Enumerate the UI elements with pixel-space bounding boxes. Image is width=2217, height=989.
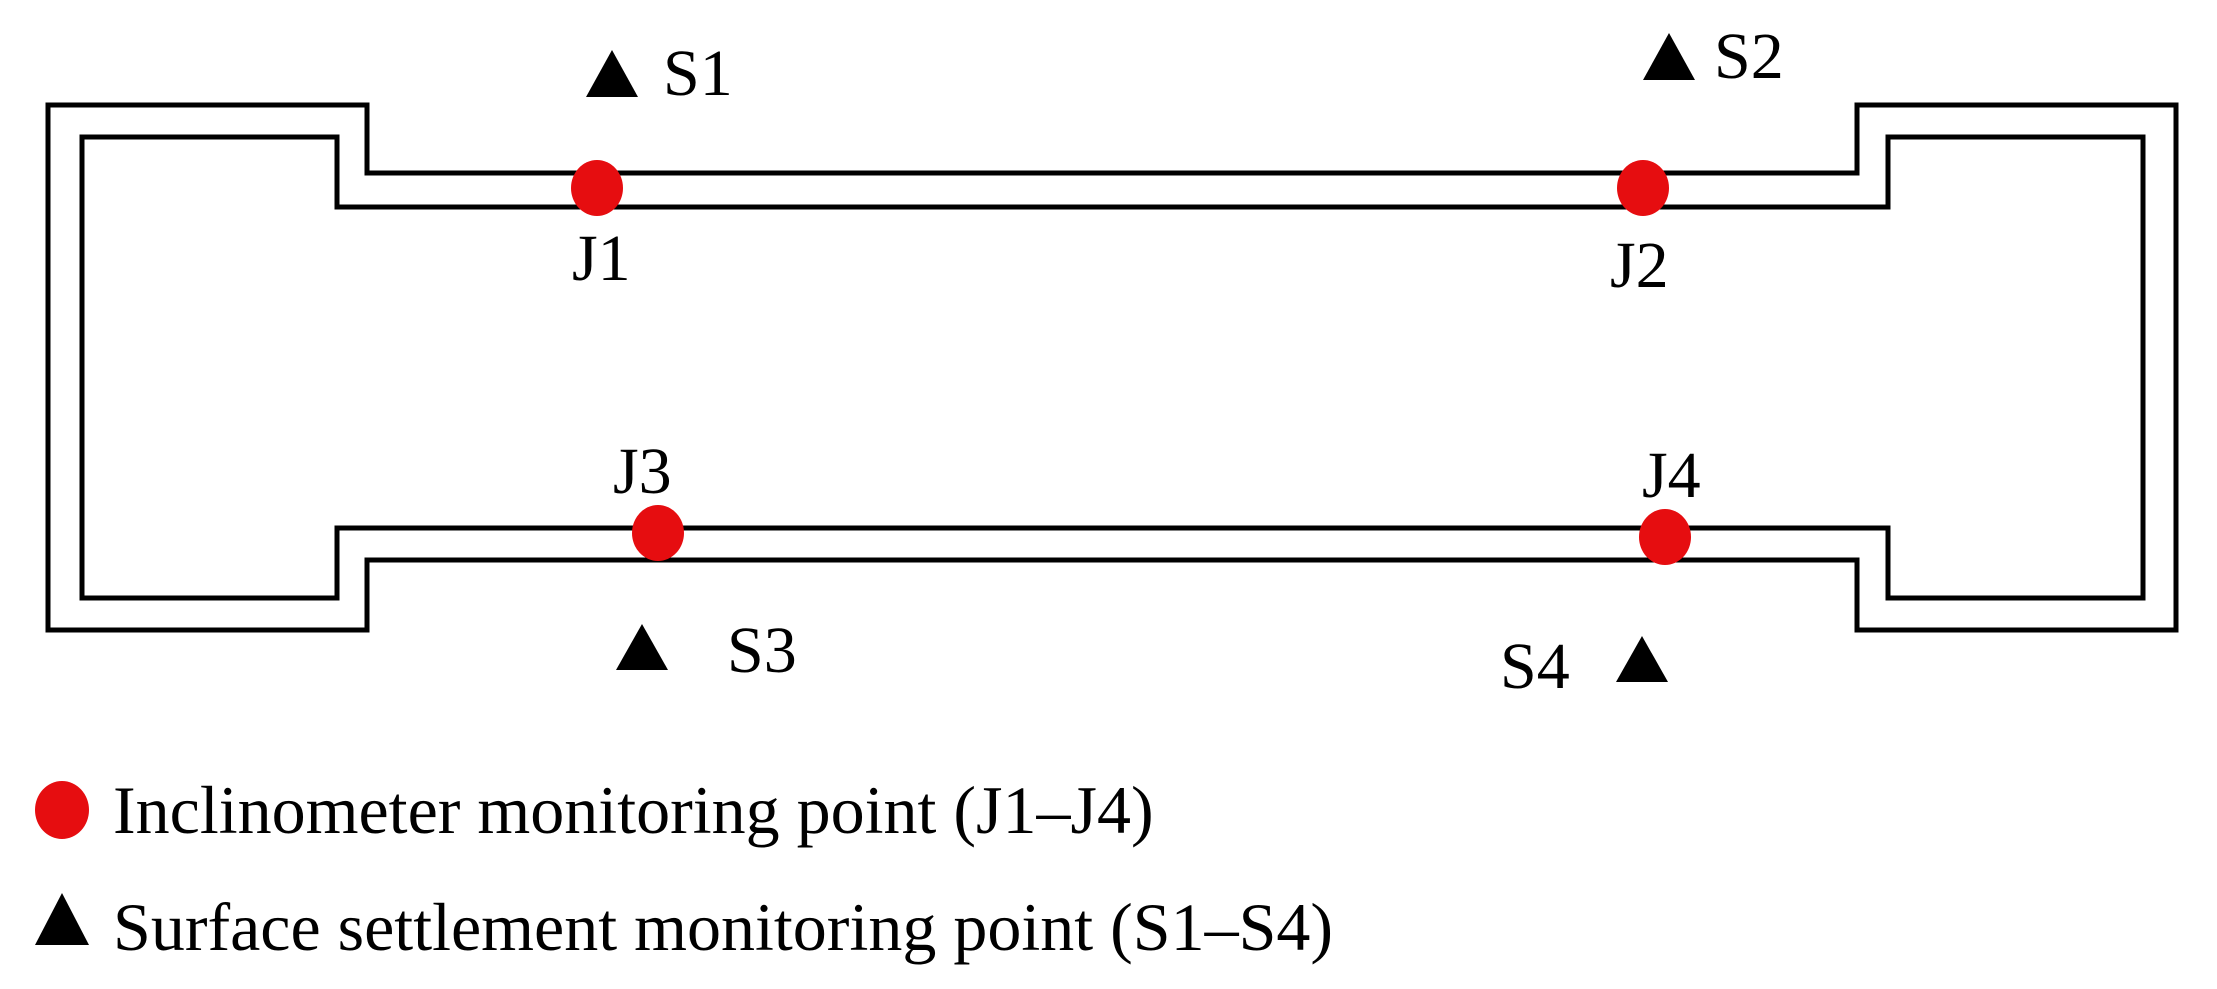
legend-inclinometer-label: Inclinometer monitoring point (J1–J4)	[113, 772, 1154, 848]
inclinometer-dot-icon	[35, 781, 89, 839]
legend: Inclinometer monitoring point (J1–J4) Su…	[35, 772, 1333, 965]
legend-settlement-label: Surface settlement monitoring point (S1–…	[113, 889, 1333, 965]
settlement-triangle-icon	[35, 893, 89, 945]
inclinometer-label-j2: J2	[1610, 229, 1669, 302]
pit-outer-wall-line	[45, 102, 2179, 633]
inclinometer-label-j3: J3	[613, 435, 672, 508]
legend-item-settlement: Surface settlement monitoring point (S1–…	[35, 889, 1333, 965]
settlement-label-s1: S1	[663, 37, 733, 110]
inclinometer-point-j4	[1639, 509, 1691, 565]
settlement-marker-s3	[616, 624, 668, 670]
settlement-points: S1 S2 S3 S4	[586, 20, 1784, 703]
inclinometer-point-j3	[632, 505, 684, 561]
inclinometer-label-j4: J4	[1642, 439, 1701, 512]
settlement-marker-s2	[1643, 33, 1695, 80]
inclinometer-point-j2	[1617, 160, 1669, 216]
inclinometer-points: J1 J2 J3 J4	[571, 160, 1701, 565]
inclinometer-point-j1	[571, 160, 623, 216]
excavation-pit-outline	[45, 102, 2179, 633]
settlement-marker-s4	[1616, 636, 1668, 682]
settlement-marker-s1	[586, 50, 638, 97]
settlement-label-s4: S4	[1500, 630, 1570, 703]
pit-inner-wall-line	[79, 134, 2146, 601]
inclinometer-label-j1: J1	[572, 222, 631, 295]
settlement-label-s3: S3	[727, 614, 797, 687]
legend-item-inclinometer: Inclinometer monitoring point (J1–J4)	[35, 772, 1154, 848]
settlement-label-s2: S2	[1714, 20, 1784, 93]
